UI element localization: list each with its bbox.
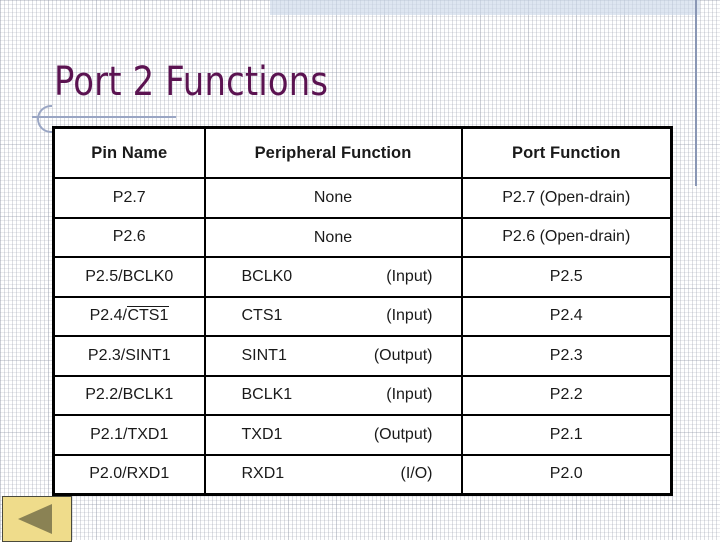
column-header-pin-name: Pin Name	[52, 126, 206, 179]
table-row: P2.7 None P2.7 (Open-drain)	[52, 177, 673, 219]
cell-port-function: P2.4	[460, 295, 673, 337]
cell-peripheral-function: RXD1 (I/O)	[203, 453, 463, 496]
cell-peripheral-function: SINT1 (Output)	[203, 335, 463, 377]
table-row: P2.3/SINT1 SINT1 (Output) P2.3	[52, 335, 673, 377]
cell-pin-name: P2.4/CTS1	[52, 295, 206, 337]
cell-peripheral-function: BCLK0 (Input)	[203, 256, 463, 298]
cell-peripheral-function: TXD1 (Output)	[203, 414, 463, 456]
cell-port-function: P2.3	[460, 335, 673, 377]
cell-peripheral-function: BCLK1 (Input)	[203, 374, 463, 416]
peripheral-signal-name: CTS1	[241, 307, 283, 325]
cell-pin-name: P2.1/TXD1	[52, 414, 206, 456]
cell-pin-name: P2.2/BCLK1	[52, 374, 206, 416]
table-row: P2.5/BCLK0 BCLK0 (Input) P2.5	[52, 256, 673, 298]
cell-pin-name: P2.7	[52, 177, 206, 219]
cell-port-function: P2.5	[460, 256, 673, 298]
table-row: P2.0/RXD1 RXD1 (I/O) P2.0	[52, 453, 673, 496]
triangle-left-icon	[18, 504, 52, 534]
peripheral-signal-name: BCLK1	[241, 386, 293, 404]
cell-port-function: P2.7 (Open-drain)	[460, 177, 673, 219]
table-header-row: Pin Name Peripheral Function Port Functi…	[52, 126, 673, 179]
peripheral-signal-name: TXD1	[241, 425, 283, 443]
cell-pin-name: P2.0/RXD1	[52, 453, 206, 496]
cell-port-function: P2.1	[460, 414, 673, 456]
table-row: P2.1/TXD1 TXD1 (Output) P2.1	[52, 414, 673, 456]
pin-name-active-low: CTS1	[126, 306, 169, 325]
peripheral-signal-name: RXD1	[241, 465, 285, 483]
pin-name-base: P2.4/	[89, 307, 127, 325]
cell-peripheral-function: None	[203, 177, 463, 219]
table-row: P2.6 None P2.6 (Open-drain)	[52, 216, 673, 258]
cell-pin-name: P2.3/SINT1	[52, 335, 206, 377]
page-title: Port 2 Functions	[54, 59, 329, 105]
right-vertical-rule	[695, 0, 697, 186]
header-band	[270, 0, 700, 15]
previous-slide-button[interactable]	[2, 496, 72, 542]
peripheral-signal-name: None	[313, 189, 353, 206]
peripheral-direction: (Input)	[386, 307, 433, 325]
peripheral-signal-name: BCLK0	[241, 267, 293, 285]
column-header-port-function: Port Function	[460, 126, 673, 179]
cell-port-function: P2.6 (Open-drain)	[460, 216, 673, 258]
cell-peripheral-function: None	[203, 216, 463, 258]
peripheral-direction: (Input)	[386, 267, 433, 285]
cell-peripheral-function: CTS1 (Input)	[203, 295, 463, 337]
column-header-peripheral-function: Peripheral Function	[203, 126, 463, 179]
cell-port-function: P2.0	[460, 453, 673, 496]
cell-port-function: P2.2	[460, 374, 673, 416]
peripheral-direction: (Output)	[373, 425, 433, 443]
port2-function-table: Pin Name Peripheral Function Port Functi…	[52, 126, 673, 496]
peripheral-signal-name: SINT1	[241, 346, 287, 364]
cell-pin-name: P2.6	[52, 216, 206, 258]
peripheral-signal-name: None	[313, 228, 353, 246]
table-row: P2.2/BCLK1 BCLK1 (Input) P2.2	[52, 374, 673, 416]
peripheral-direction: (Output)	[373, 346, 433, 364]
title-arc-ornament	[37, 105, 52, 133]
peripheral-direction: (Input)	[386, 386, 433, 404]
cell-pin-name: P2.5/BCLK0	[52, 256, 206, 298]
peripheral-direction: (I/O)	[400, 465, 433, 483]
title-underline	[32, 116, 176, 118]
